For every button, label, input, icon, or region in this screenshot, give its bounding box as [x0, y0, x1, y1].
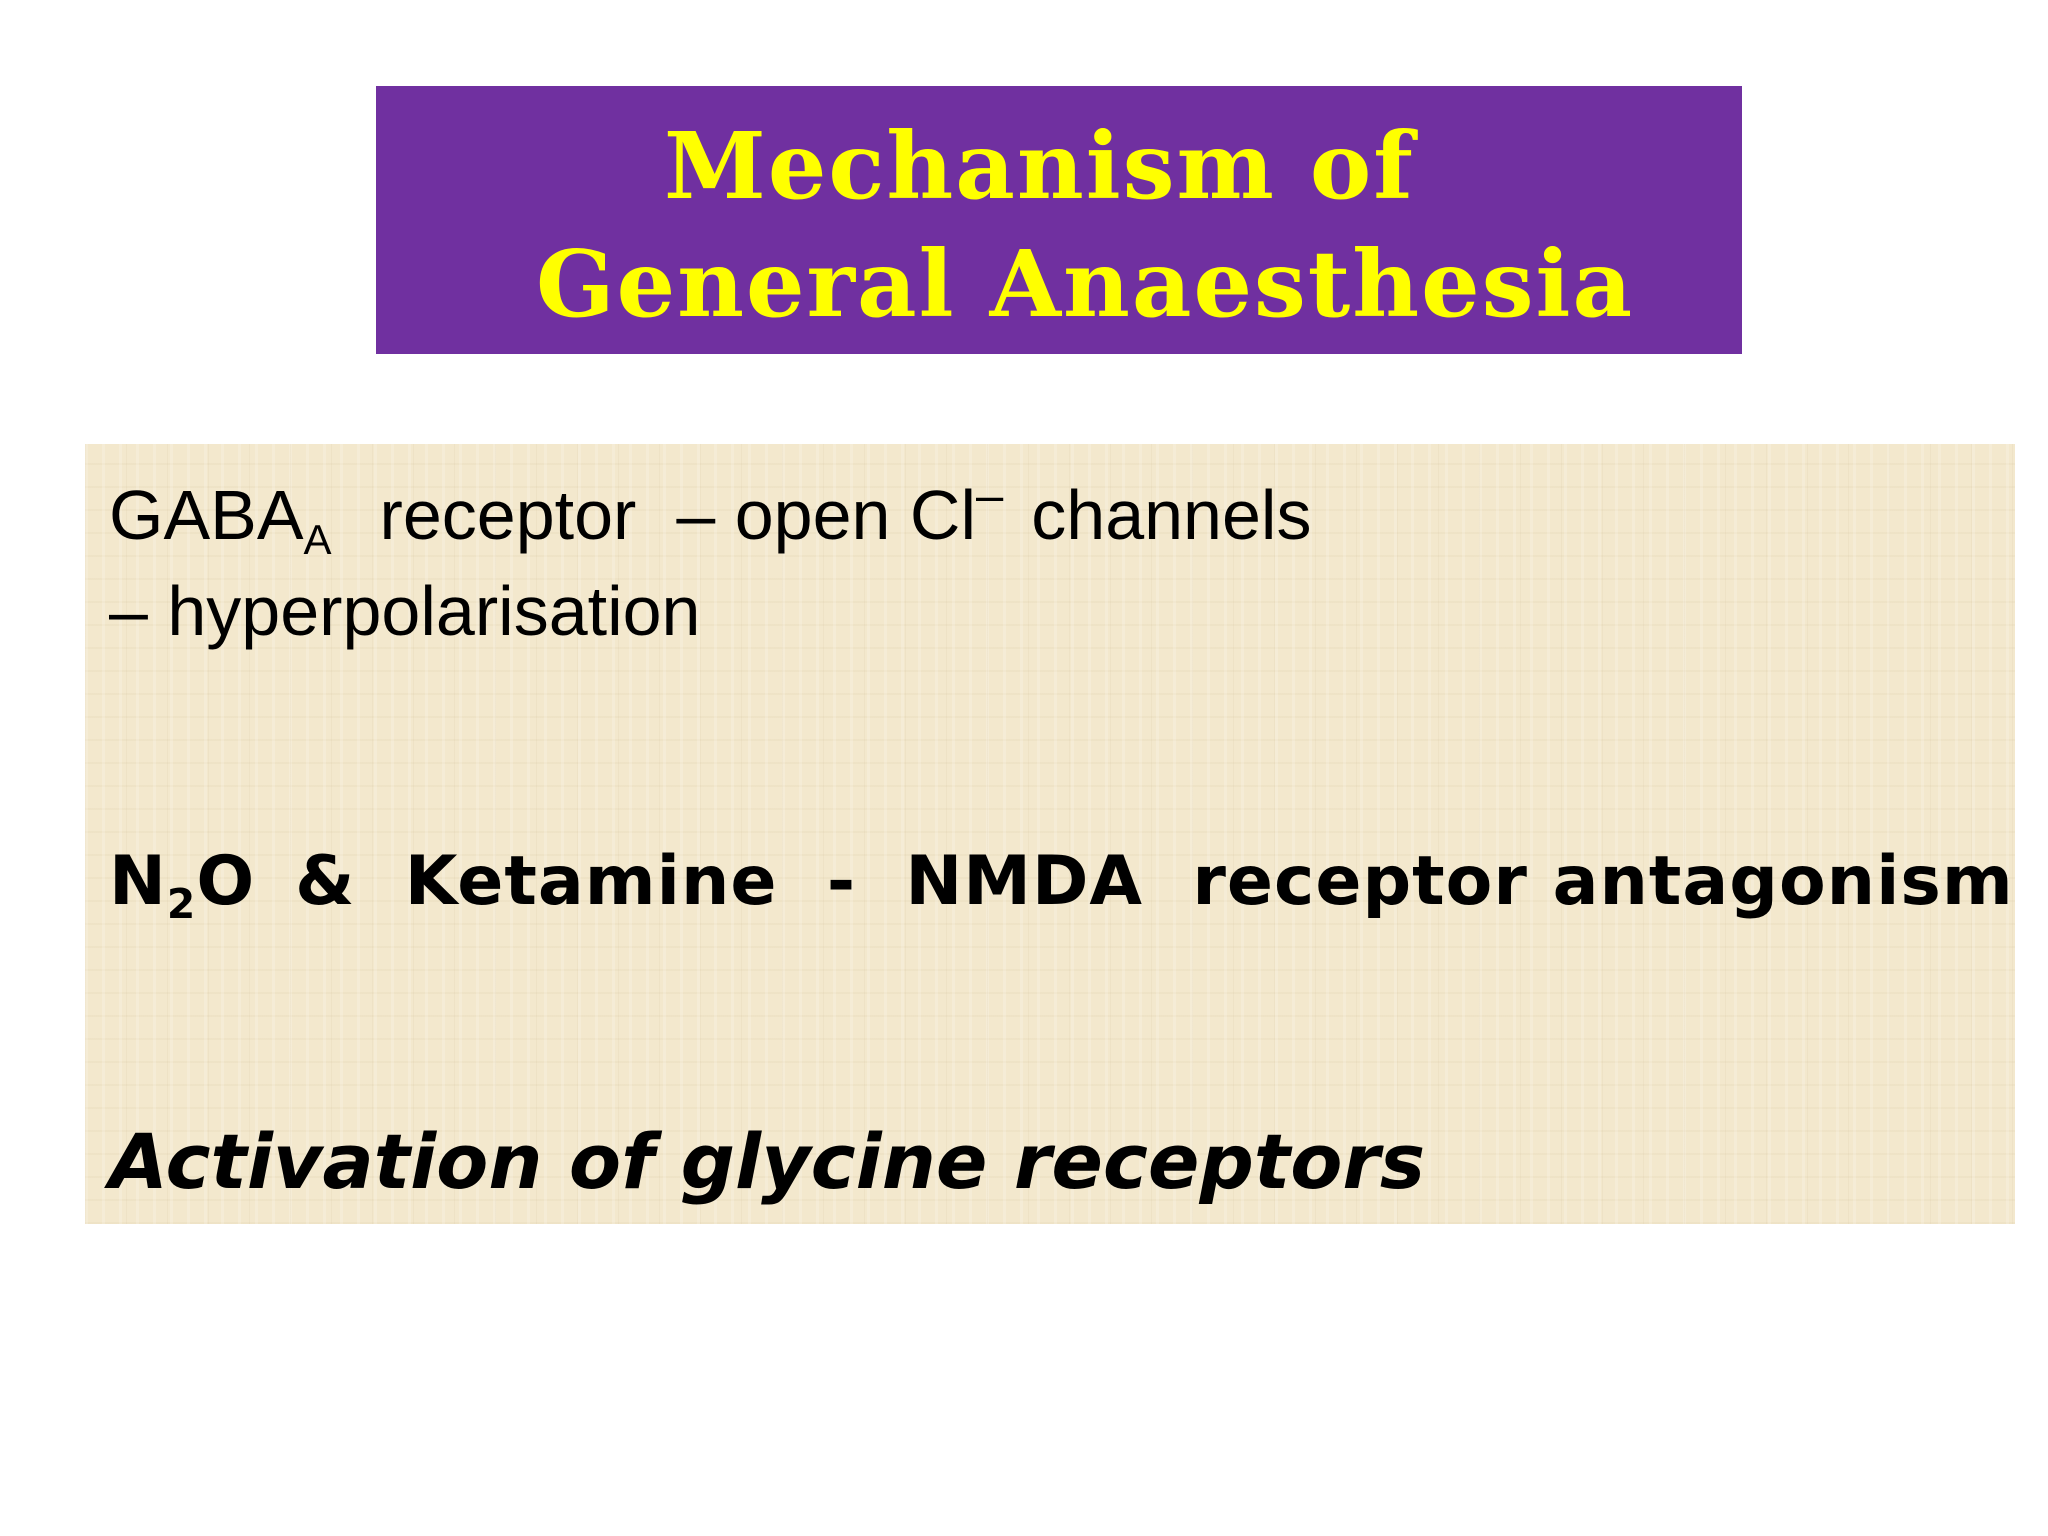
chloride-charge-superscript: –	[976, 469, 1004, 524]
title-banner: Mechanism of General Anaesthesia	[376, 86, 1742, 354]
nitrogen-text: N	[109, 842, 167, 921]
ketamine-nmda-text: & Ketamine - NMDA receptor antagonism	[295, 842, 2014, 921]
oxygen-text: O	[196, 842, 256, 921]
glycine-activation-point: Activation of glycine receptors	[109, 1117, 1426, 1206]
channels-text: channels	[1031, 476, 1312, 554]
nmda-antagonism-point: N2O& Ketamine - NMDA receptor antagonism	[109, 848, 2014, 925]
receptor-text: receptor	[379, 476, 637, 554]
gaba-text: GABA	[109, 476, 304, 554]
open-cl-text: – open Cl	[676, 476, 976, 554]
nitrogen-subscript: 2	[166, 880, 197, 929]
hyperpolarisation-point: – hyperpolarisation	[109, 572, 701, 650]
slide-title-line-2: General Anaesthesia	[536, 230, 1635, 338]
gaba-subscript: A	[303, 515, 332, 563]
slide-title-line-1: Mechanism of	[664, 112, 1415, 220]
